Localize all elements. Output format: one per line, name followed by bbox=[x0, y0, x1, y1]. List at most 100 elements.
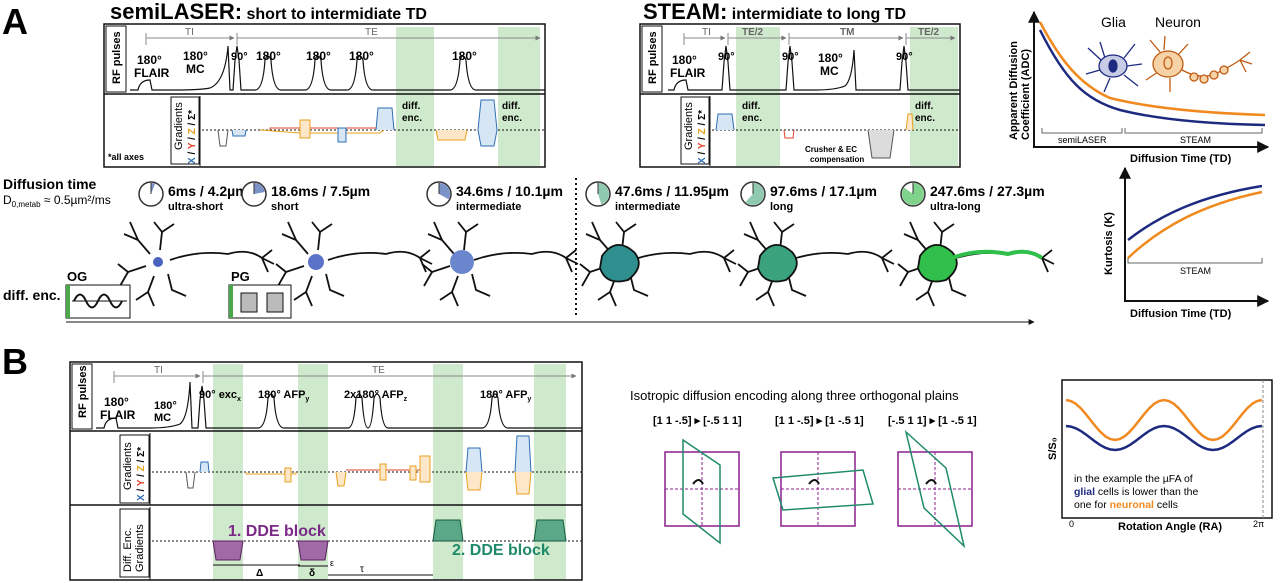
rot-neuron-curve bbox=[1065, 398, 1263, 442]
iso-diagram-1: [1 1 -.5] ▸ [-.5 1 1] bbox=[653, 415, 742, 545]
rot-ylabel: S/S₀ bbox=[1047, 437, 1059, 460]
steam-frame bbox=[639, 23, 961, 168]
b-te-label: TE bbox=[372, 365, 385, 376]
dde1-lobe-2 bbox=[297, 540, 329, 561]
st-tm-label: TM bbox=[840, 27, 854, 38]
regime-value: 34.6ms / 10.1µm bbox=[456, 183, 563, 199]
neuron-4 bbox=[579, 221, 737, 307]
dde-sequence: RF pulses Gradients X / Y / Z / Σ* Diff.… bbox=[69, 361, 583, 581]
st-diff-enc-2: diff.enc. bbox=[915, 101, 935, 124]
iso-title: Isotropic diffusion encoding along three… bbox=[630, 388, 959, 403]
all-axes-note: *all axes bbox=[108, 152, 144, 162]
dde2-lobe-1 bbox=[432, 519, 464, 542]
semilaser-frame bbox=[103, 23, 546, 168]
semilaser-rf-label: RF pulses bbox=[111, 31, 123, 84]
adc-range-steam: STEAM bbox=[1180, 135, 1211, 145]
rotation-plot: S/S₀ Rotation Angle (RA) 0 2π in the exa… bbox=[1047, 379, 1273, 533]
semilaser-band-1 bbox=[396, 27, 434, 166]
neuron-3 bbox=[421, 221, 579, 307]
b-grad-axes: X / Y / Z / Σ* bbox=[136, 447, 147, 501]
st-ti-label: TI bbox=[702, 27, 711, 38]
neuron-illustrations bbox=[117, 221, 1055, 307]
d0-label: D0,metab ≈ 0.5µm²/ms bbox=[3, 193, 111, 209]
iso-diagram-2: [1 1 -.5] ▸ [1 -.5 1] bbox=[772, 415, 874, 527]
steam-title-rest: intermidiate to long TD bbox=[727, 6, 906, 23]
b-exc: 90° excx bbox=[199, 389, 241, 403]
semilaser-grad-label: Gradients bbox=[173, 102, 185, 150]
b-grad-label: Gradients bbox=[122, 442, 134, 490]
st-90-3: 90° bbox=[896, 51, 913, 63]
pg-label: PG bbox=[231, 269, 250, 284]
semilaser-title-bold: semiLASER: bbox=[110, 0, 242, 24]
adc-xlabel: Diffusion Time (TD) bbox=[1130, 153, 1232, 165]
sl-flair: 180°FLAIR bbox=[134, 53, 170, 80]
steam-grad-label: Gradients bbox=[683, 102, 695, 150]
legend-glia: Glia bbox=[1101, 14, 1126, 30]
sl-diff-enc-1: diff.enc. bbox=[402, 101, 422, 124]
iso-label: [1 1 -.5] ▸ [1 -.5 1] bbox=[775, 415, 864, 427]
sym-delta: δ bbox=[309, 568, 315, 579]
regime-5: 97.6ms / 17.1µm long bbox=[740, 181, 877, 213]
regime-label: ultra-short bbox=[168, 201, 223, 213]
legend-neuron: Neuron bbox=[1155, 14, 1201, 30]
sl-180-1: 180° bbox=[256, 49, 281, 63]
b-rf-label: RF pulses bbox=[77, 365, 89, 418]
adc-range-semilaser: semiLASER bbox=[1058, 135, 1107, 145]
neuron-5 bbox=[737, 221, 895, 307]
sl-ti-label: TI bbox=[185, 27, 194, 38]
sl-mc: 180°MC bbox=[183, 49, 208, 76]
rot-note: in the example the µFA of glial cells is… bbox=[1074, 473, 1201, 511]
sl-180-4: 180° bbox=[452, 49, 477, 63]
iso-label: [1 1 -.5] ▸ [-.5 1 1] bbox=[653, 415, 742, 427]
dde1-lobe-1 bbox=[212, 540, 244, 561]
steam-title: STEAM: intermidiate to long TD bbox=[643, 0, 906, 24]
diff-enc-label: diff. enc. bbox=[3, 287, 61, 303]
og-label: OG bbox=[67, 269, 87, 284]
rot-x0: 0 bbox=[1069, 519, 1074, 529]
kurtosis-ylabel: Kurtosis (K) bbox=[1103, 212, 1115, 275]
semilaser-sequence: RF pulses Gradients X / Y / Z / Σ* *all … bbox=[103, 23, 546, 168]
neuron-1 bbox=[117, 221, 275, 307]
regime-3: 34.6ms / 10.1µm intermediate bbox=[426, 181, 563, 213]
b-afp-2: 2x180° AFPz bbox=[344, 389, 408, 403]
st-flair: 180°FLAIR bbox=[670, 53, 706, 80]
regime-label: long bbox=[770, 201, 793, 213]
b-afp-3: 180° AFPy bbox=[480, 389, 531, 403]
b-mc: 180°MC bbox=[154, 400, 177, 424]
neuron-6 bbox=[897, 221, 1055, 307]
sl-90: 90° bbox=[231, 51, 248, 63]
sl-180-2: 180° bbox=[306, 49, 331, 63]
regime-label: short bbox=[271, 201, 299, 213]
b-ti-label: TI bbox=[154, 365, 163, 376]
diffusion-time-label: Diffusion time bbox=[3, 176, 97, 192]
sl-diff-enc-2: diff.enc. bbox=[502, 101, 522, 124]
semilaser-title-rest: short to intermidiate TD bbox=[242, 6, 427, 23]
st-90-1: 90° bbox=[718, 51, 735, 63]
st-mc: 180°MC bbox=[818, 51, 843, 78]
regime-label: ultra-long bbox=[930, 201, 981, 213]
regime-value: 18.6ms / 7.5µm bbox=[271, 183, 370, 199]
sym-tau: τ bbox=[360, 564, 364, 575]
rot-glia-curve bbox=[1065, 424, 1263, 452]
b-dde-grad-label: Diff. Enc.Gradients bbox=[122, 524, 146, 572]
neuron-icon bbox=[1145, 35, 1253, 92]
semilaser-band-2 bbox=[498, 27, 540, 166]
dde-block-1: 1. DDE block bbox=[228, 523, 326, 540]
sl-te-label: TE bbox=[365, 27, 378, 38]
regime-label: intermediate bbox=[456, 201, 521, 213]
rot-xlabel: Rotation Angle (RA) bbox=[1118, 521, 1222, 533]
sym-eps: ε bbox=[330, 558, 334, 568]
steam-sequence: RF pulses Gradients X / Y / Z / Σ* TI TE… bbox=[639, 23, 961, 168]
b-flair: 180°FLAIR bbox=[100, 395, 136, 422]
regime-value: 97.6ms / 17.1µm bbox=[770, 183, 877, 199]
regime-value: 47.6ms / 11.95µm bbox=[615, 183, 729, 199]
kurtosis-neuron-curve bbox=[1127, 190, 1263, 259]
kurtosis-xlabel: Diffusion Time (TD) bbox=[1130, 308, 1232, 320]
dde2-lobe-2 bbox=[533, 519, 567, 542]
panel-b-letter: B bbox=[2, 341, 28, 382]
regime-2: 18.6ms / 7.5µm short bbox=[241, 181, 370, 213]
